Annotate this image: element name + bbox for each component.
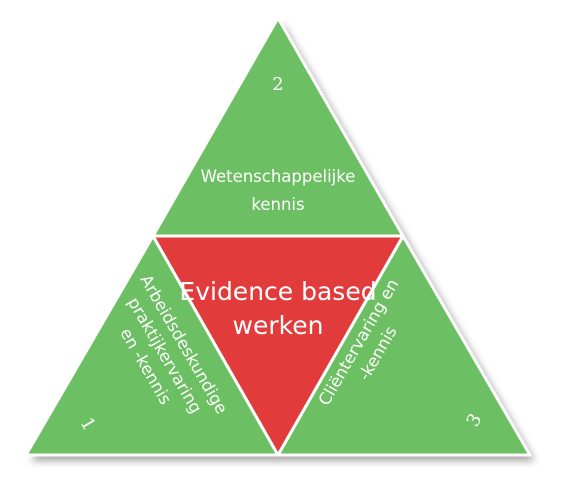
center-label-line-2: werken (233, 311, 324, 340)
center-triangle (151, 234, 405, 457)
top-label-line-2: kennis (251, 195, 304, 214)
top-number: 2 (272, 74, 283, 95)
center-label-line-1: Evidence based (179, 277, 376, 306)
top-label-line-1: Wetenschappelijke (201, 167, 356, 186)
